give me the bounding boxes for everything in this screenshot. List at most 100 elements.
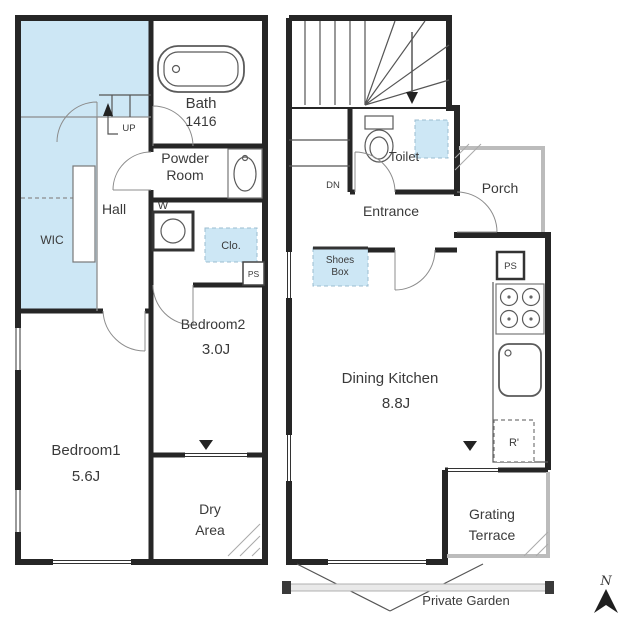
window-gap: [448, 466, 498, 474]
opening-marker-upper: [463, 441, 477, 451]
powder-room-label-line1: Powder: [161, 150, 209, 166]
closet-box: [204, 227, 258, 263]
washing-machine-drum: [160, 218, 186, 244]
refrigerator-label: R': [509, 437, 519, 449]
dry-area-hatch: [227, 523, 261, 557]
opening-marker-lower: [199, 440, 213, 450]
refrigerator-space-box: [493, 419, 535, 463]
toilet-bowl: [364, 129, 394, 163]
window-gap: [285, 435, 293, 481]
toilet-seat: [369, 136, 389, 160]
private-garden: Private Garden: [282, 563, 554, 612]
washbasin-icon: [227, 148, 263, 199]
shoes-box-fill: [312, 247, 369, 287]
burner-icon: [499, 287, 519, 307]
powder-room-label-line2: Room: [166, 167, 203, 183]
stairs-up-steps: [99, 94, 151, 117]
dry-area-label-line2: Area: [195, 522, 225, 538]
wic-label: WIC: [40, 233, 64, 247]
wic-cabinet-icon: [72, 165, 96, 263]
door-arcs-upper: [354, 151, 498, 291]
interior-walls-lower: [18, 18, 265, 562]
dry-area-label-line1: Dry: [199, 501, 221, 517]
window-gap: [285, 252, 293, 298]
pipe-space-label-lower: PS: [248, 269, 260, 279]
bathtub-icon: [157, 45, 245, 93]
toilet-icon: [364, 115, 394, 163]
dining-kitchen-label: Dining Kitchen: [342, 370, 439, 387]
windows-lower: [14, 328, 247, 566]
kitchen-counter-icons: [492, 282, 548, 463]
fence-post: [545, 581, 554, 594]
unit-lower-floor: Bath 1416 Powder Room UP Hall WIC W Clo.…: [14, 15, 268, 566]
porch-wall: [459, 146, 545, 232]
washer-label: W: [158, 200, 169, 212]
burner-dot: [529, 295, 533, 299]
compass: N: [594, 574, 618, 613]
shoes-box-label-line1: Shoes: [326, 255, 354, 266]
pipe-space-box-lower: [242, 261, 265, 286]
private-garden-label: Private Garden: [422, 593, 509, 608]
stair-arrowhead: [406, 92, 418, 104]
pipe-space-label-upper: PS: [504, 261, 517, 272]
bath-size-label: 1416: [185, 113, 216, 129]
stairs-down-label: DN: [326, 180, 340, 191]
pipe-space-box-upper: [495, 250, 526, 281]
washing-machine-pan: [151, 210, 195, 252]
kitchen-sink-icon: [498, 343, 542, 397]
stairs-up-label: UP: [122, 123, 135, 134]
burner-icon: [521, 309, 541, 329]
stair-risers: [304, 20, 450, 106]
stairs-up-arrow-line: [107, 114, 118, 135]
terrace-label-line1: Grating: [469, 506, 515, 522]
bathtub-drain: [171, 64, 181, 74]
window-lines: [287, 252, 498, 564]
bedroom1-label: Bedroom1: [51, 442, 120, 459]
entrance-step-lines: [289, 139, 350, 167]
toilet-counter-fill: [414, 119, 449, 159]
window-gap: [328, 558, 426, 566]
compass-north-label: N: [599, 574, 612, 589]
hall-label: Hall: [102, 201, 126, 217]
window-gap: [185, 451, 247, 459]
stairs-up-arrowhead: [103, 103, 113, 116]
toilet-tank: [364, 115, 394, 130]
entrance-label: Entrance: [363, 203, 419, 219]
bedroom2-label: Bedroom2: [181, 316, 246, 332]
partition-lines-lower: [21, 116, 151, 311]
washing-machine-icon: [151, 210, 195, 252]
terrace-wall: [447, 472, 550, 558]
washbasin-bowl: [233, 156, 257, 192]
unit-upper-floor: DN Toilet Entrance Porch Shoes Box PS Di…: [285, 15, 551, 566]
porch-label: Porch: [482, 180, 519, 196]
interior-walls-upper: [347, 108, 548, 473]
porch-hatch: [454, 143, 482, 171]
bathtub-inner: [163, 51, 239, 87]
closet-label: Clo.: [221, 240, 241, 252]
window-gap: [53, 558, 131, 566]
bedroom2-size-label: 3.0J: [202, 341, 230, 358]
windows-upper: [285, 252, 498, 566]
door-arcs-lower: [56, 101, 194, 352]
bath-label: Bath: [186, 95, 217, 112]
garden-fence-strip: [286, 583, 554, 592]
washbasin-faucet: [241, 154, 249, 162]
dining-kitchen-size-label: 8.8J: [382, 395, 410, 412]
window-gap: [14, 328, 22, 370]
stairs-up-icon: [99, 94, 151, 135]
fence-post: [282, 581, 291, 594]
toilet-label: Toilet: [389, 149, 420, 164]
burner-icon: [521, 287, 541, 307]
burner-dot: [507, 295, 511, 299]
bedroom1-size-label: 5.6J: [72, 468, 100, 485]
window-lines: [15, 328, 247, 564]
burner-dot: [507, 317, 511, 321]
shoes-box-label-line2: Box: [331, 267, 348, 278]
burner-dot: [529, 317, 533, 321]
sink-faucet: [504, 349, 512, 357]
terrace-label-line2: Terrace: [469, 527, 516, 543]
compass-needle-icon: [594, 589, 618, 613]
burner-icon: [499, 309, 519, 329]
